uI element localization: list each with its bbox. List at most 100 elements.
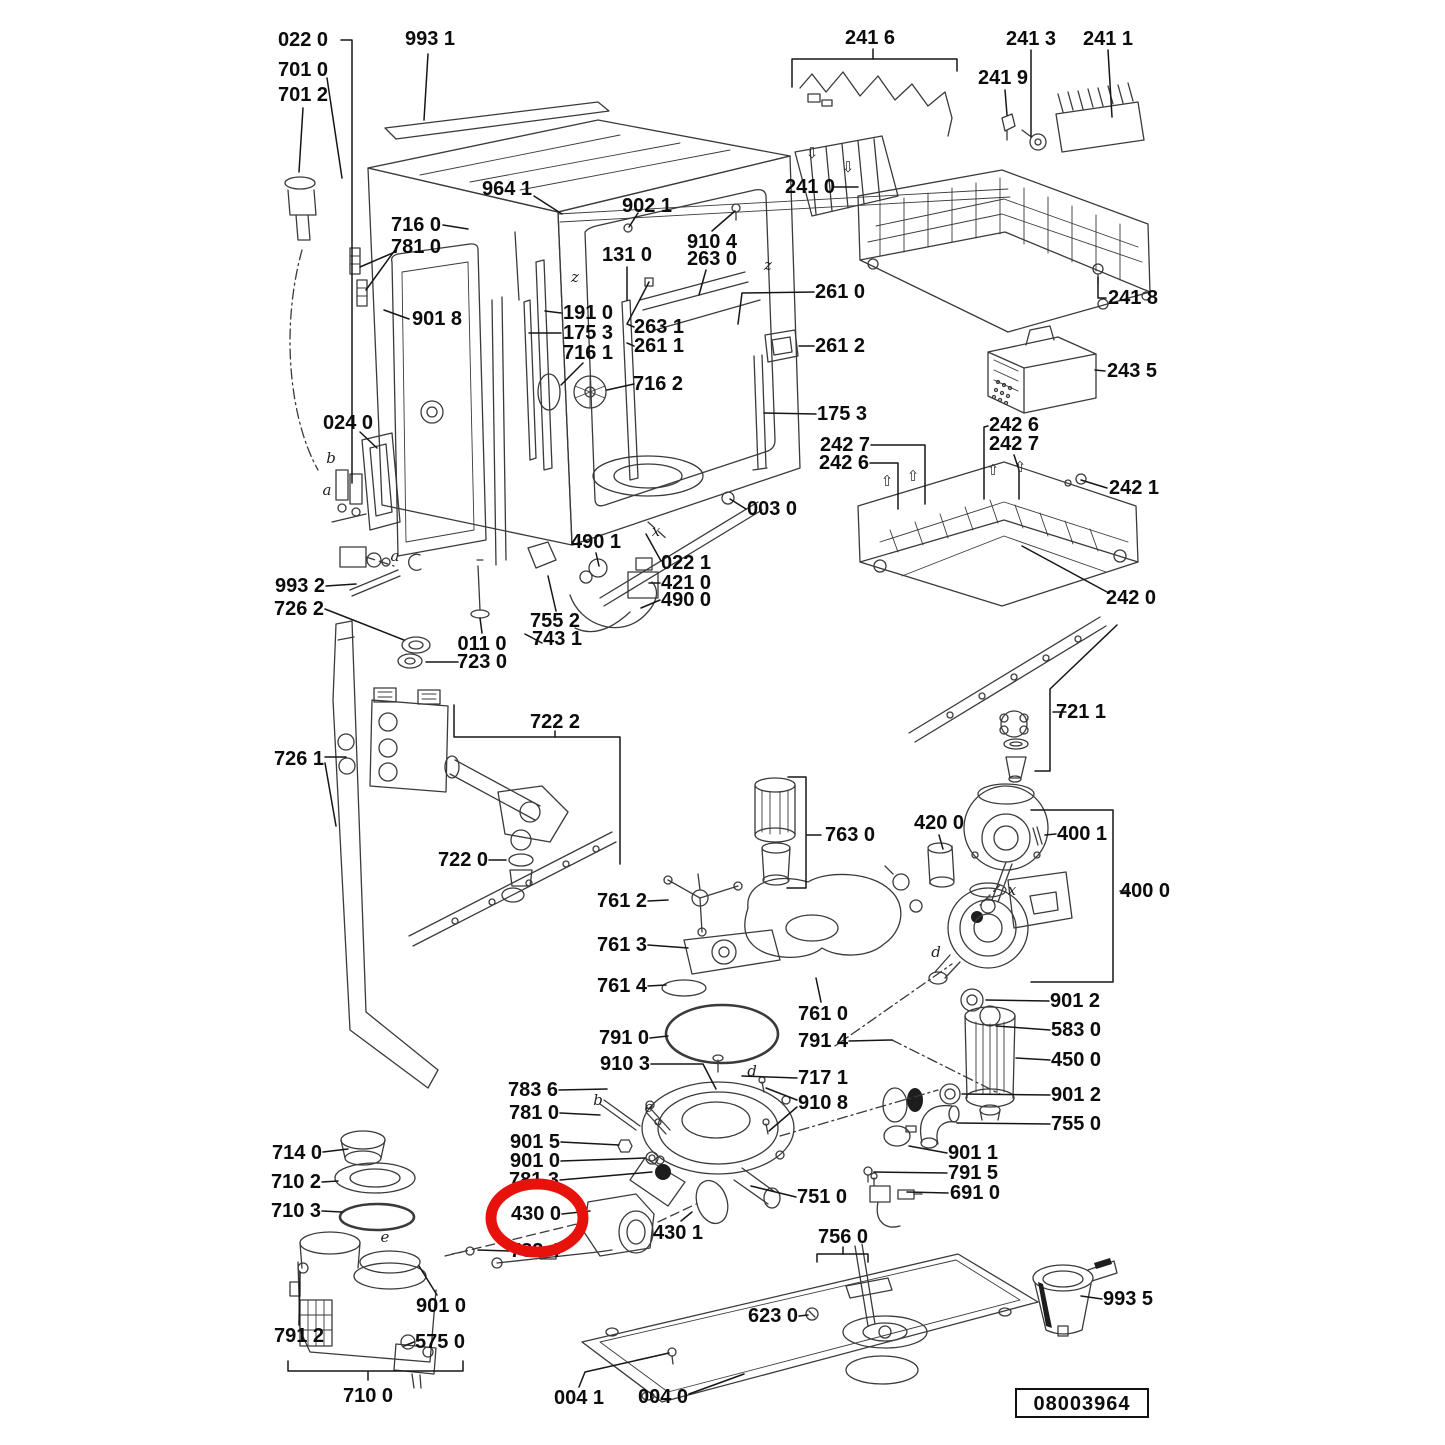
- part-label-4001-69: 400 1: [1057, 823, 1107, 845]
- leader-part-label-7431-28: [524, 633, 543, 644]
- leader-part-label-1910-12: [544, 310, 562, 314]
- part-label-2611-16: 261 1: [634, 335, 684, 357]
- part-label-2420-91: 242 0: [1106, 587, 1156, 609]
- detergent-basket-drawing: [987, 325, 1097, 414]
- part-label-2421-90: 242 1: [1109, 477, 1159, 499]
- leader-part-label-7834-54: [477, 1249, 510, 1252]
- leader-part-label-7103-57: [321, 1210, 343, 1213]
- leader-part-label-7552-27: [547, 575, 557, 612]
- leader-part-label-4001-69: [1044, 833, 1057, 836]
- part-label-7012-3: 701 2: [278, 84, 328, 106]
- leader-part-label-7612-36: [647, 899, 669, 902]
- part-label-7160-6: 716 0: [391, 214, 441, 236]
- leader-part-label-0220-0: [340, 39, 353, 484]
- leader-part-label-7161-14: [560, 362, 584, 386]
- part-label-0040-65: 004 0: [638, 1386, 688, 1408]
- leader-part-label-9012-71: [985, 999, 1050, 1002]
- part-label-2435-85: 243 5: [1107, 360, 1157, 382]
- ref-letter-e-8: e: [645, 1098, 654, 1116]
- leader-part-label-4901-23: [595, 552, 600, 567]
- fill-duct-drawing: [332, 620, 439, 1089]
- leader-part-label-7910-41: [649, 1035, 669, 1039]
- part-label-2630-10: 263 0: [687, 248, 737, 270]
- part-label-2410-83: 241 0: [785, 176, 835, 198]
- part-label-9015-50: 901 5: [510, 1131, 560, 1153]
- leader-part-label-6230-63: [798, 1314, 809, 1317]
- part-label-7102-56: 710 2: [271, 1171, 321, 1193]
- part-label-1310-8: 131 0: [602, 244, 652, 266]
- leader-part-label-2421-90: [1080, 479, 1108, 489]
- leader-part-label-9010-51: [560, 1157, 646, 1162]
- leader-part-label-0040-65: [688, 1373, 745, 1395]
- ref-letter-x-2: x: [652, 522, 661, 540]
- leader-part-label-7160-6: [442, 224, 469, 230]
- leader-part-label-5750-60: [403, 1341, 415, 1347]
- leader-part-label-7171-44: [741, 1075, 798, 1079]
- direction-arrow-3: ⇧: [907, 467, 920, 485]
- direction-arrow-4: ⇧: [987, 461, 1000, 479]
- leader-part-label-2419-82: [1004, 89, 1008, 116]
- part-label-7612-36: 761 2: [597, 890, 647, 912]
- part-label-2419-82: 241 9: [978, 67, 1028, 89]
- leader-part-label-4301-47: [680, 1211, 693, 1222]
- part-label-5750-60: 575 0: [415, 1331, 465, 1353]
- part-label-7836-48: 783 6: [508, 1079, 558, 1101]
- leader-part-label-0221-24: [645, 533, 662, 562]
- part-label-7100-61: 710 0: [343, 1385, 393, 1407]
- leader-part-label-7012-3: [298, 107, 304, 173]
- highlight-circle-4300: [485, 1178, 589, 1258]
- leader-part-label-9641-4: [533, 195, 563, 215]
- leader-part-label-2610-18: [737, 291, 815, 325]
- leader-part-label-2435-85: [1094, 369, 1106, 372]
- part-label-7161-14: 716 1: [563, 342, 613, 364]
- part-label-7810-7: 781 0: [391, 236, 441, 258]
- leader-part-label-7836-48: [558, 1088, 608, 1091]
- leader-part-label-9103-43: [650, 1063, 717, 1090]
- part-label-7220-35: 722 0: [438, 849, 488, 871]
- ref-letter-d-10: d: [931, 943, 941, 961]
- leader2-part-label-7810-7: [365, 249, 396, 291]
- part-label-7171-44: 717 1: [798, 1067, 848, 1089]
- cabinet-drawing: [367, 101, 1011, 633]
- part-label-2418-84: 241 8: [1108, 287, 1158, 309]
- ref-letter-b-4: b: [326, 449, 336, 467]
- part-label-7010-2: 701 0: [278, 59, 328, 81]
- leader2-part-label-7100-61: [287, 1360, 464, 1372]
- part-label-7261-33: 726 1: [274, 748, 324, 770]
- part-label-7222-34: 722 2: [530, 711, 580, 733]
- part-label-7810-49: 781 0: [509, 1102, 559, 1124]
- drain-parts-drawing: [863, 988, 1016, 1228]
- leader-part-label-2426-87: [869, 462, 899, 510]
- part-label-7630-39: 763 0: [825, 824, 875, 846]
- leader-part-label-7614-38: [647, 984, 667, 987]
- part-label-4200-68: 420 0: [914, 812, 964, 834]
- part-label-1753-13: 175 3: [563, 322, 613, 344]
- part-label-9104-9: 910 4: [687, 231, 738, 253]
- part-label-2426-87: 242 6: [819, 452, 869, 474]
- exploded-drawing: [284, 71, 1151, 1403]
- upper-spray-arm-drawing: [908, 616, 1107, 783]
- part-label-1753-20: 175 3: [817, 403, 867, 425]
- part-label-7211-67: 721 1: [1056, 701, 1106, 723]
- door-insulation-drawing: [390, 231, 520, 566]
- water-inlet-drawing: [284, 176, 368, 471]
- leader2-part-label-7211-67: [1034, 624, 1118, 772]
- part-label-4000-70: 400 0: [1120, 880, 1170, 902]
- leader-part-label-7162-17: [606, 383, 635, 391]
- part-label-2411-81: 241 1: [1083, 28, 1133, 50]
- leader-part-label-9931-1: [423, 53, 429, 121]
- part-label-2631-15: 263 1: [634, 316, 684, 338]
- leader-part-label-7915-77: [873, 1171, 948, 1174]
- part-label-0240-21: 024 0: [323, 412, 373, 434]
- leader-part-label-9015-50: [560, 1141, 620, 1146]
- part-label-4500-73: 450 0: [1051, 1049, 1101, 1071]
- part-label-9935-66: 993 5: [1103, 1288, 1153, 1310]
- part-label-7510-46: 751 0: [797, 1186, 847, 1208]
- leader-part-label-7262-32: [324, 608, 405, 641]
- leader-part-label-1753-20: [763, 412, 817, 415]
- leader-part-label-2418-84: [1097, 276, 1107, 299]
- part-label-9012-71: 901 2: [1050, 990, 1100, 1012]
- upper-basket-drawing: [857, 169, 1151, 333]
- part-label-2427-89: 242 7: [989, 433, 1039, 455]
